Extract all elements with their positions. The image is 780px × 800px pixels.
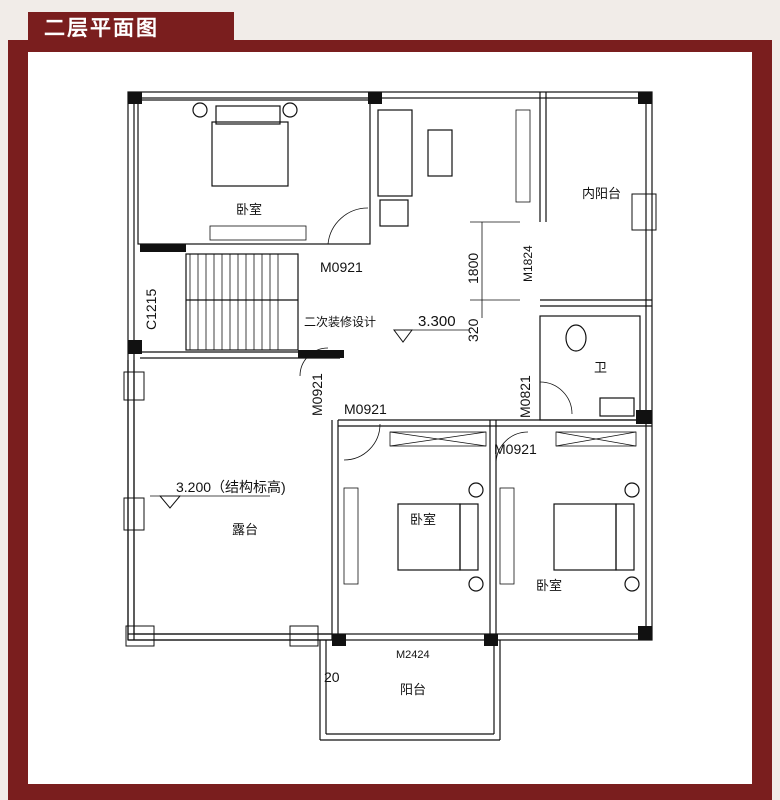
elevation-3-300: 3.300 <box>418 313 456 330</box>
door-tag-m0921-d: M0921 <box>494 441 537 457</box>
sofa-set <box>377 109 453 227</box>
stair-treads <box>189 254 279 350</box>
door-tag-m0921-c: M0921 <box>344 401 387 417</box>
corner-posts <box>128 92 652 646</box>
room-label-terrace: 露台 <box>232 523 258 538</box>
interior-partitions <box>140 92 652 640</box>
window-tag-c1215: C1215 <box>143 289 159 330</box>
bed-nw <box>192 102 298 187</box>
door-tag-m0921-b: M0921 <box>309 373 325 416</box>
bed-center <box>397 482 484 592</box>
door-tag-m2424: M2424 <box>396 649 430 661</box>
room-label-bathroom: 卫 <box>594 361 607 376</box>
terrace-railing <box>127 360 332 641</box>
page-title: 二层平面图 <box>28 12 234 44</box>
balcony-walls <box>319 640 501 741</box>
bed-east <box>553 482 640 592</box>
wardrobes <box>343 109 531 585</box>
door-swings <box>299 207 573 463</box>
dim-320: 320 <box>465 318 481 342</box>
dim-1800: 1800 <box>465 253 481 284</box>
elevation-markers <box>158 329 413 509</box>
door-tag-m0821: M0821 <box>517 375 533 418</box>
dim-20: 20 <box>324 669 340 685</box>
door-tag-m0921-a: M0921 <box>320 259 363 275</box>
exterior-walls <box>127 91 653 641</box>
elevation-3-200: 3.200（结构标高) <box>176 479 286 495</box>
bedroom-nw-walls <box>137 99 371 245</box>
window-frames <box>123 193 657 647</box>
note-secondary-design: 二次装修设计 <box>304 314 376 329</box>
stairs <box>185 253 299 351</box>
door-tag-m1824: M1824 <box>521 245 535 282</box>
room-label-balcony: 阳台 <box>400 683 426 698</box>
closets <box>209 225 637 447</box>
room-label-bedroom-nw: 卧室 <box>236 202 262 218</box>
room-label-bedroom-east: 卧室 <box>536 578 562 594</box>
room-label-inner-balcony: 内阳台 <box>582 186 621 202</box>
room-label-bedroom-center: 卧室 <box>410 512 436 528</box>
bath-fixtures <box>565 324 635 417</box>
drawing-sheet <box>28 52 752 784</box>
